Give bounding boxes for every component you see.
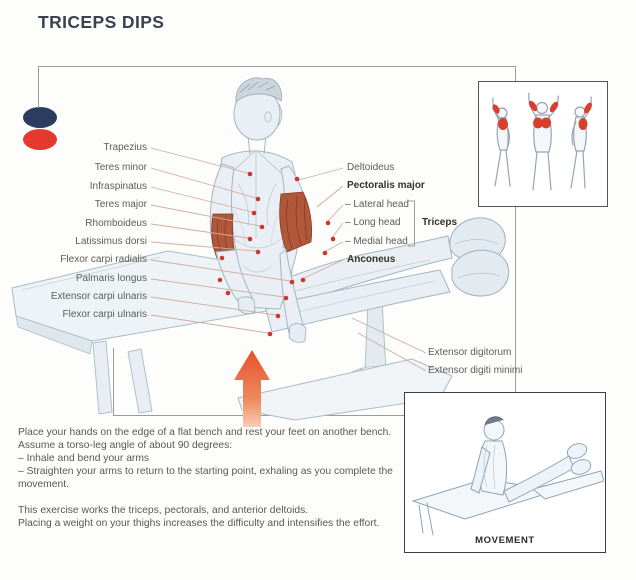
movement-caption: MOVEMENT [475,535,535,546]
label-palmaris-longus: Palmaris longus [75,273,147,284]
figure-left-arm [209,163,256,315]
label-flexor-carpi-radialis: Flexor carpi radialis [60,254,147,265]
label-trapezius: Trapezius [103,142,147,153]
movement-inset: MOVEMENT [404,392,606,553]
label-infraspinatus: Infraspinatus [89,181,147,192]
up-arrow [234,350,270,427]
instruction-paragraph-3: – Straighten your arms to return to the … [18,466,393,490]
leader-lines [150,147,427,372]
label-deltoideus: Deltoideus [347,162,395,173]
instruction-paragraph-1: Place your hands on the edge of a flat b… [18,427,392,451]
label-extensor-carpi-ulnaris: Extensor carpi ulnaris [50,291,147,302]
label-triceps-group: Triceps [422,217,458,228]
difficulty-oval-blue [23,107,57,128]
label-lateral-head: – Lateral head [345,199,409,210]
instruction-text: Place your hands on the edge of a flat b… [18,426,408,530]
muscle-overview-inset [478,81,608,207]
highlighted-muscles [492,100,592,130]
triceps-bracket [408,200,415,247]
figure-right-arm [279,165,312,343]
label-extensor-digiti-minimi: Extensor digiti minimi [428,365,523,376]
instruction-paragraph-5: Placing a weight on your thighs increase… [18,518,380,529]
muscle-marker-dots [217,171,336,337]
page-title: TRICEPS DIPS [38,12,165,32]
left-bench [11,250,293,415]
muscle-overview-figures [492,92,592,191]
label-pectoralis-major: Pectoralis major [347,180,425,191]
label-extensor-digitorum: Extensor digitorum [428,347,512,358]
instruction-paragraph-4: This exercise works the triceps, pectora… [18,505,309,516]
figure-head [233,77,283,155]
label-medial-head: – Medial head [345,236,408,247]
label-teres-major: Teres major [94,199,147,210]
instruction-paragraph-2: – Inhale and bend your arms [18,453,150,464]
movement-sketch [411,416,605,536]
label-latissimus-dorsi: Latissimus dorsi [75,236,147,247]
label-rhomboideus: Rhomboideus [85,218,147,229]
figure-legs [261,217,510,333]
label-flexor-carpi-ulnaris: Flexor carpi ulnaris [62,309,147,320]
label-anconeus: Anconeus [347,254,396,265]
label-long-head: – Long head [345,217,401,228]
difficulty-oval-red [23,129,57,150]
label-teres-minor: Teres minor [94,162,147,173]
